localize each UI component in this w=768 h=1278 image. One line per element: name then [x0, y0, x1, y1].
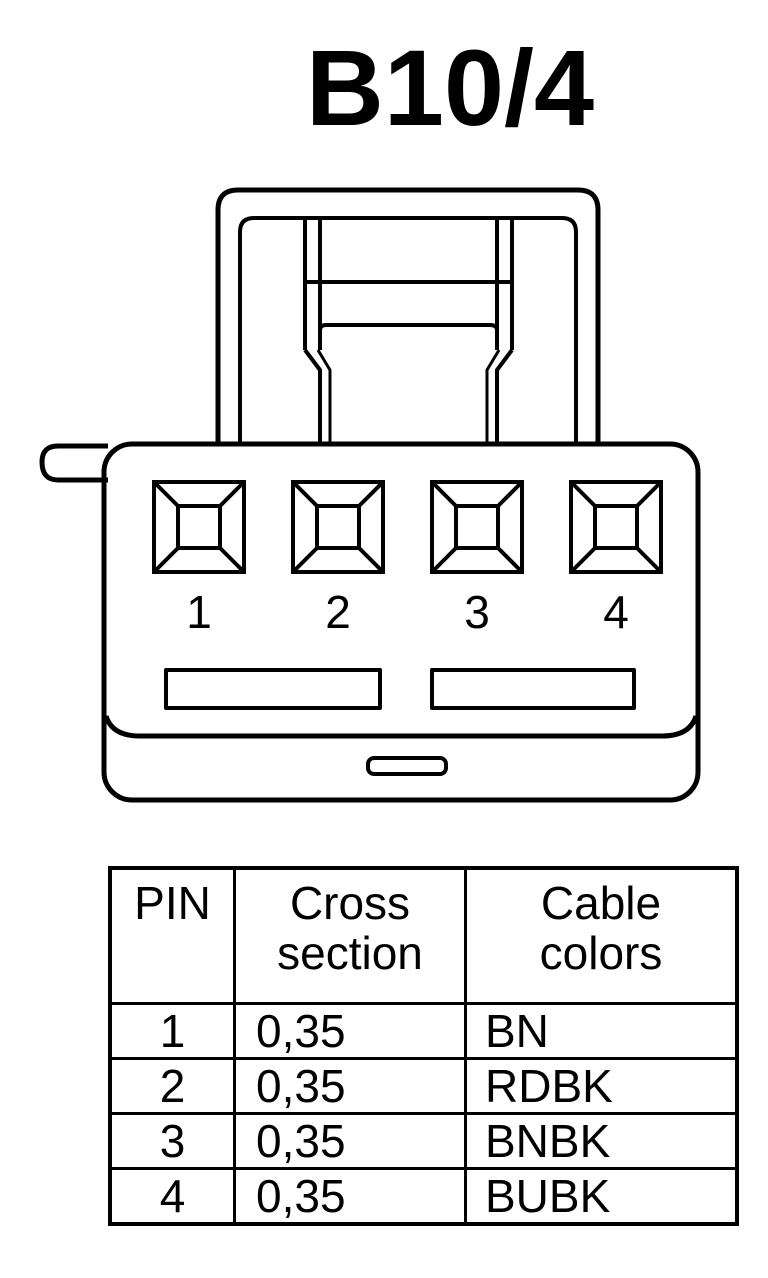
pin-cavity-2	[291, 480, 385, 574]
pin-label-1: 1	[186, 586, 212, 638]
cell-cable-color: BUBK	[464, 1167, 739, 1226]
cell-pin: 3	[108, 1112, 236, 1170]
connector-drawing	[39, 187, 701, 803]
cell-cross-section: 0,35	[233, 1002, 467, 1060]
pin-label-2: 2	[325, 586, 351, 638]
cell-pin: 1	[108, 1002, 236, 1060]
cell-cable-color: BN	[464, 1002, 739, 1060]
connector-latch	[215, 187, 601, 446]
label-slot-left	[164, 668, 382, 710]
label-slot-right	[430, 668, 636, 710]
cell-pin: 4	[108, 1167, 236, 1226]
connector-housing-lip	[103, 715, 699, 739]
cell-pin: 2	[108, 1057, 236, 1115]
connector-latch-inner	[238, 216, 578, 446]
connector-title: B10/4	[305, 27, 595, 148]
table-row: 1 0,35 BN	[108, 1002, 739, 1060]
cell-cable-color: RDBK	[464, 1057, 739, 1115]
pin-label-3: 3	[464, 586, 490, 638]
pin-cavity-1	[152, 480, 246, 574]
cell-cross-section: 0,35	[233, 1167, 467, 1226]
connector-side-tab	[39, 443, 108, 483]
table-row: 4 0,35 BUBK	[108, 1167, 739, 1226]
table-row: 2 0,35 RDBK	[108, 1057, 739, 1115]
connector-key-slot	[366, 756, 448, 776]
pin-cavity-4	[569, 480, 663, 574]
header-pin: PIN	[108, 866, 236, 1005]
pin-cavity-3	[430, 480, 524, 574]
cell-cross-section: 0,35	[233, 1112, 467, 1170]
table-row: 3 0,35 BNBK	[108, 1112, 739, 1170]
pin-label-4: 4	[603, 586, 629, 638]
cell-cable-color: BNBK	[464, 1112, 739, 1170]
cell-cross-section: 0,35	[233, 1057, 467, 1115]
connector-latch-tongue	[303, 348, 514, 446]
connector-housing	[101, 441, 701, 803]
